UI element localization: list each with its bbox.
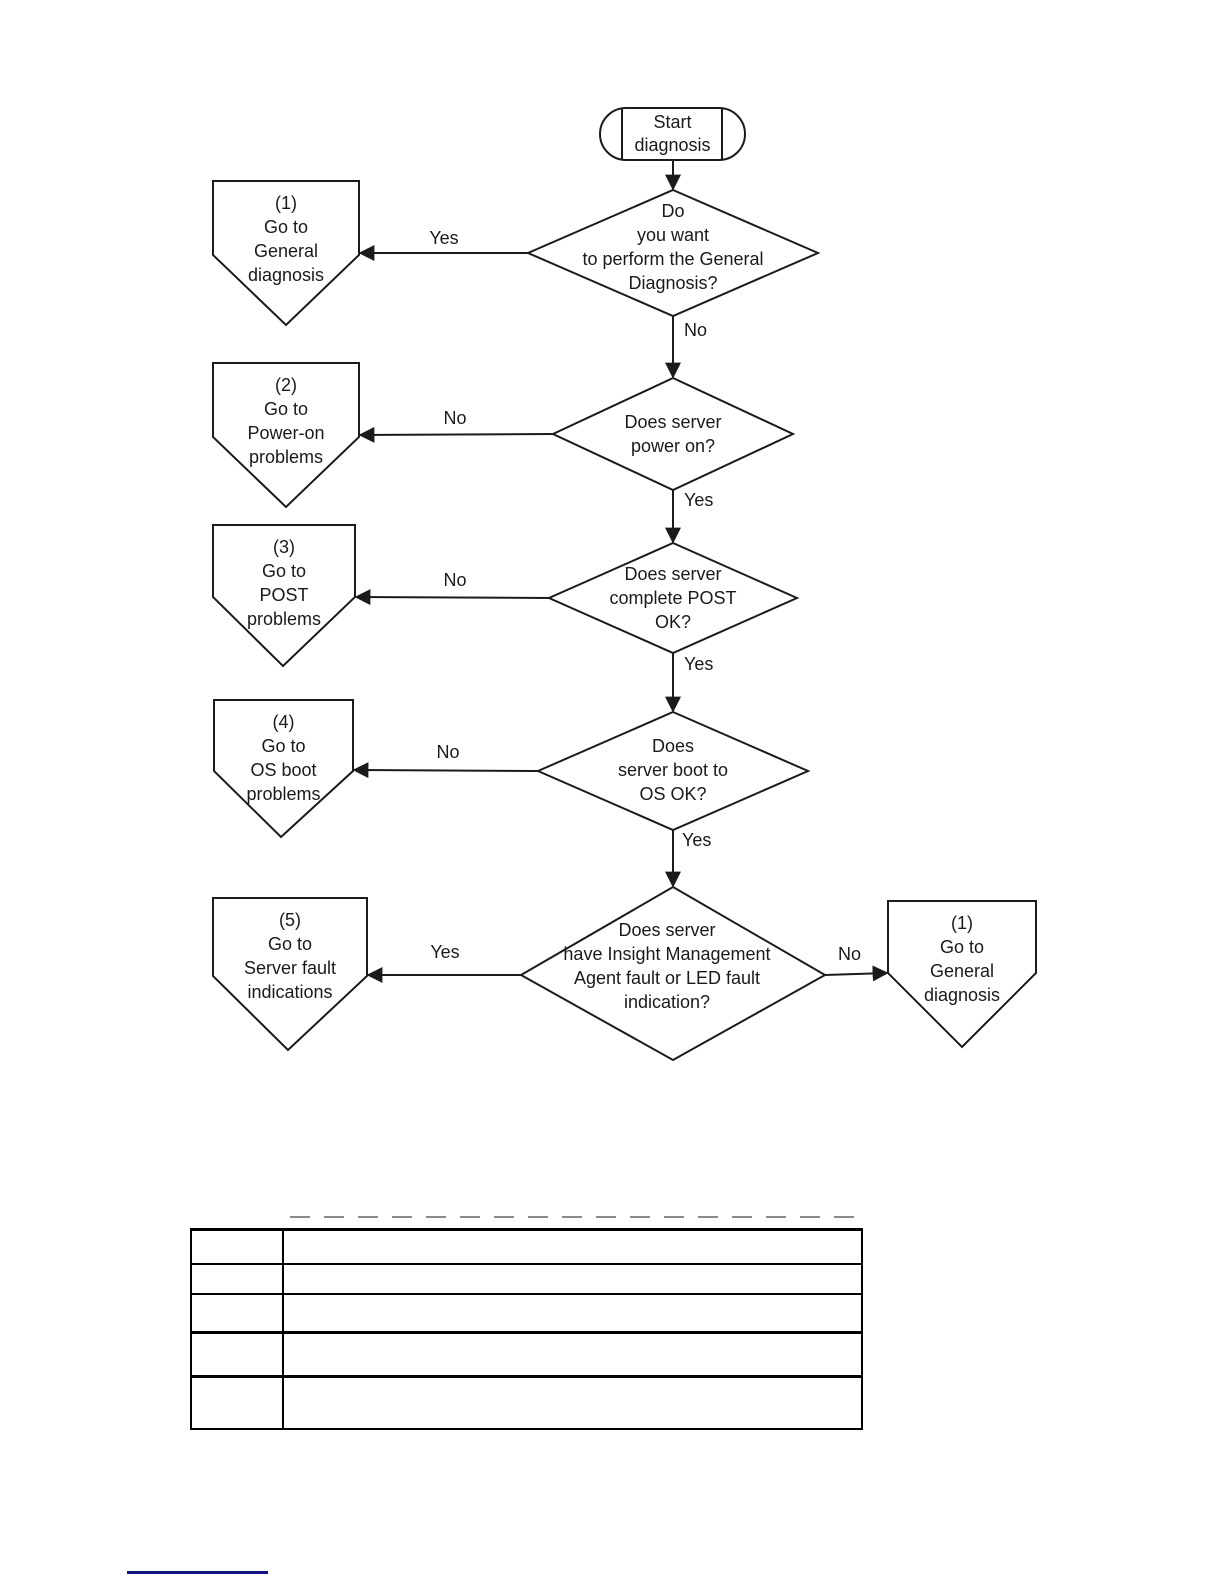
edge-d5-no (824, 965, 889, 982)
offpage-server-fault-indications (212, 897, 368, 1052)
decision-post-ok (546, 541, 800, 655)
offpage-power-on-problems (212, 362, 360, 509)
edge-label-d5-yes: Yes (430, 942, 460, 962)
edge-d2-no (358, 426, 554, 443)
decision-fault-indication (518, 885, 828, 1062)
offpage-general-diagnosis-right (887, 900, 1037, 1049)
offpage-3-label: (3) Go to POST problems (246, 537, 322, 629)
footer-divider-line (127, 1571, 268, 1574)
offpage-1-label: (1) Go to General diagnosis (247, 193, 325, 285)
decision-3-label: Does server complete POST OK? (609, 564, 737, 632)
table-cell (190, 1263, 284, 1295)
table-cell (282, 1375, 863, 1430)
edge-d3-no (354, 589, 550, 606)
offpage-6-label: (1) Go to General diagnosis (923, 913, 1001, 1005)
edge-label-d4-no: No (436, 742, 460, 762)
dashed-divider (290, 1216, 862, 1218)
offpage-2-label: (2) Go to Power-on problems (247, 375, 325, 467)
offpage-post-problems (212, 524, 356, 668)
decision-general-diagnosis (525, 188, 821, 318)
decision-2-label: Does server power on? (624, 412, 722, 456)
table-cell (190, 1293, 284, 1334)
legend-table (190, 1228, 863, 1430)
decision-os-boot (535, 710, 811, 832)
table-cell (282, 1293, 863, 1334)
table-row (190, 1228, 863, 1265)
offpage-general-diagnosis (212, 180, 360, 327)
table-cell (282, 1263, 863, 1295)
edge-label-d1-yes: Yes (429, 228, 459, 248)
table-cell (282, 1228, 863, 1265)
offpage-os-boot-problems (213, 699, 354, 839)
table-row (190, 1375, 863, 1430)
offpage-5-label: (5) Go to Server fault indications (243, 910, 337, 1002)
edge-label-d2-yes: Yes (684, 490, 714, 510)
table-cell (190, 1375, 284, 1430)
decision-1-label: Do you want to perform the General Diagn… (582, 201, 764, 293)
edge-d4-no (352, 762, 539, 779)
start-label: Start diagnosis (634, 112, 711, 155)
table-cell (190, 1228, 284, 1265)
table-cell (282, 1331, 863, 1378)
edge-label-d3-no: No (443, 570, 467, 590)
edge-label-d4-yes: Yes (682, 830, 712, 850)
decision-power-on (550, 376, 796, 492)
edge-label-d1-no: No (684, 320, 708, 340)
start-terminator (599, 107, 746, 161)
offpage-4-label: (4) Go to OS boot problems (246, 712, 321, 804)
table-cell (190, 1331, 284, 1378)
decision-5-label: Does server have Insight Management Agen… (563, 920, 771, 1012)
edge-label-d3-yes: Yes (684, 654, 714, 674)
table-row (190, 1263, 863, 1295)
edge-label-d2-no: No (443, 408, 467, 428)
decision-4-label: Does server boot to OS OK? (617, 736, 729, 804)
table-row (190, 1331, 863, 1378)
edge-label-d5-no: No (838, 944, 862, 964)
table-row (190, 1293, 863, 1334)
